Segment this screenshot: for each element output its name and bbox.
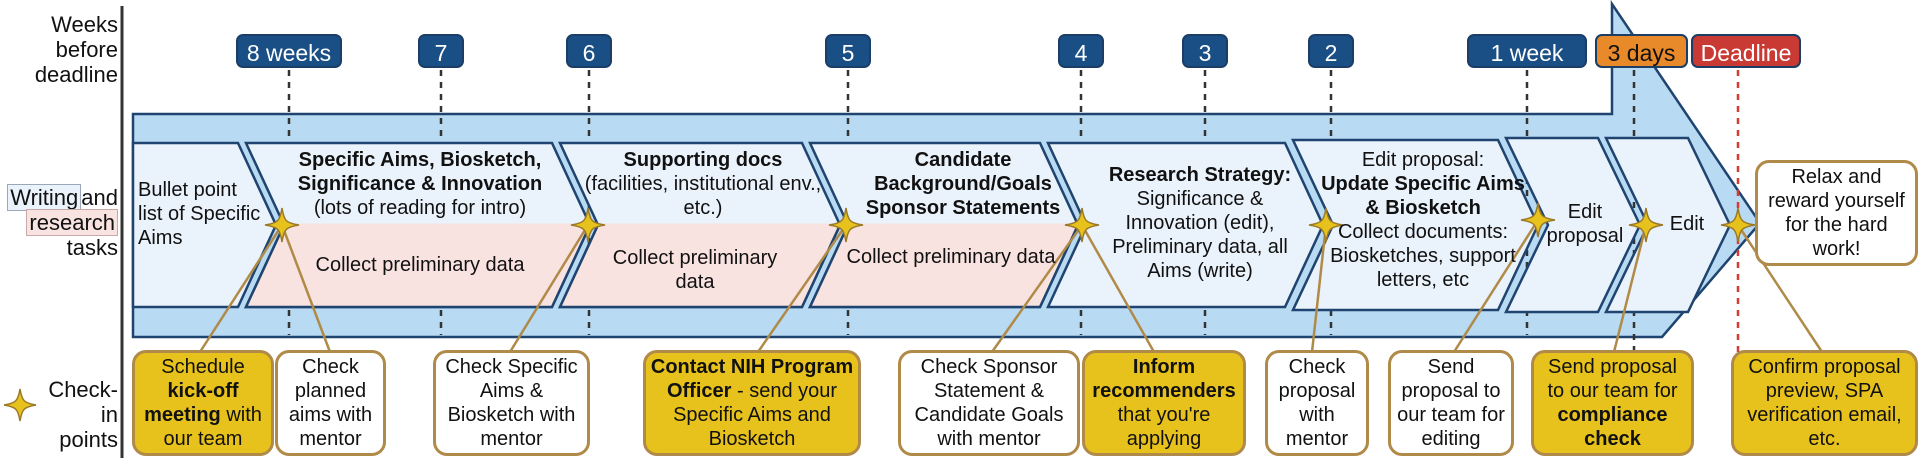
research-task-1-text: Collect preliminary data [315, 254, 525, 276]
checkin-text: Send proposal to our team for editing [1397, 356, 1505, 450]
legend-and: and [81, 185, 118, 210]
task-edit: Edit [1652, 212, 1722, 236]
checkin-box: Check Specific Aims & Biosketch with men… [433, 350, 590, 456]
checkin-text: Send proposal to our team for compliance… [1547, 356, 1678, 450]
task-update-aims: Edit proposal: Update Specific Aims & Bi… [1318, 148, 1528, 292]
checkin-star-icon [828, 207, 864, 243]
task-supporting-docs-title: Supporting docs [623, 149, 783, 171]
task-candidate-title: Candidate Background/Goals Sponsor State… [865, 149, 1061, 219]
research-task-1: Collect preliminary data [290, 253, 550, 277]
task-update-aims-note: Collect documents: Biosketches, support … [1330, 221, 1516, 291]
task-specific-aims-title: Specific Aims, Biosketch, Significance &… [297, 149, 543, 195]
timeline-chip-5: 5 [825, 34, 871, 68]
task-research-strategy-title: Research Strategy: [1108, 164, 1292, 186]
research-task-2-text: Collect preliminary data [612, 247, 778, 293]
checkin-box: Check proposal with mentor [1265, 350, 1369, 456]
row-label-weeks: Weeks before deadline [2, 12, 118, 87]
task-edit-text: Edit [1669, 213, 1705, 235]
research-bands [244, 223, 1080, 309]
checkin-box: Check planned aims with mentor [275, 350, 386, 456]
checkin-star-icon [1520, 202, 1556, 238]
checkin-star-icon [1628, 207, 1664, 243]
checkin-box: Confirm proposal preview, SPA verificati… [1731, 350, 1918, 456]
task-specific-aims: Specific Aims, Biosketch, Significance &… [270, 148, 570, 220]
checkin-text: Inform recommenders that you're applying [1092, 356, 1236, 450]
checkin-text: Contact NIH Program Officer - send your … [650, 356, 854, 450]
relax-text: Relax and reward yourself for the hard w… [1768, 166, 1905, 260]
research-task-3: Collect preliminary data [846, 245, 1056, 269]
checkin-box: Check Sponsor Statement & Candidate Goal… [898, 350, 1080, 456]
checkin-box: Inform recommenders that you're applying [1082, 350, 1246, 456]
timeline-chip-1-week: 1 week [1467, 34, 1587, 68]
checkin-star-icon [1308, 207, 1344, 243]
row-label-checkin: Check-in points [36, 377, 118, 452]
checkin-stars [264, 202, 1756, 243]
task-bullet-points-text: Bullet point list of Specific Aims [138, 179, 261, 249]
checkin-box: Contact NIH Program Officer - send your … [643, 350, 861, 456]
checkin-text-bold: compliance check [1557, 404, 1668, 450]
legend-star-icon [3, 388, 37, 422]
legend-checkin-line1: Check-in [48, 377, 118, 427]
timeline-chip-4: 4 [1058, 34, 1104, 68]
timeline-chip-3-days: 3 days [1595, 34, 1688, 68]
task-update-aims-pre: Edit proposal: [1361, 149, 1485, 171]
checkin-star-icon [1064, 207, 1100, 243]
task-edit-proposal: Edit proposal [1540, 200, 1630, 248]
checkin-box: Schedule kick-off meeting with our team [132, 350, 274, 456]
task-specific-aims-note: (lots of reading for intro) [313, 197, 527, 219]
checkin-star-icon [1720, 207, 1756, 243]
checkin-text: Schedule kick-off meeting with our team [144, 356, 262, 450]
timeline-chip-8-weeks: 8 weeks [236, 34, 342, 68]
timeline-chip-3: 3 [1182, 34, 1228, 68]
timeline-chip-deadline: Deadline [1691, 34, 1801, 68]
checkin-star-icon [264, 207, 300, 243]
checkin-text-bold: Inform recommenders [1092, 356, 1236, 402]
checkin-text: Confirm proposal preview, SPA verificati… [1747, 356, 1902, 450]
checkin-text-bold: Contact NIH Program Officer [650, 356, 854, 402]
timeline-chip-6: 6 [566, 34, 612, 68]
relax-box: Relax and reward yourself for the hard w… [1755, 160, 1918, 266]
legend-checkin-line2: points [59, 427, 118, 452]
checkin-connectors [198, 219, 1824, 353]
checkin-box: Send proposal to our team for editing [1388, 350, 1514, 456]
checkin-text: Check Specific Aims & Biosketch with men… [445, 356, 578, 450]
task-candidate-background: Candidate Background/Goals Sponsor State… [838, 148, 1088, 220]
checkin-box: Send proposal to our team for compliance… [1531, 350, 1694, 456]
row-label-weeks-text: Weeks before deadline [34, 12, 118, 87]
task-update-aims-title: Update Specific Aims & Biosketch [1321, 173, 1525, 219]
task-supporting-docs: Supporting docs (facilities, institution… [578, 148, 828, 220]
checkin-text: Check Sponsor Statement & Candidate Goal… [914, 356, 1064, 450]
checkin-text: Check proposal with mentor [1278, 356, 1356, 450]
legend-research: research [26, 209, 118, 236]
checkin-text: Check planned aims with mentor [288, 356, 373, 450]
task-edit-proposal-text: Edit proposal [1546, 201, 1624, 247]
timeline-chip-7: 7 [418, 34, 464, 68]
checkin-star-icon [570, 207, 606, 243]
segment-edit-proposal [1504, 136, 1642, 314]
checkin-text-bold: kick-off meeting [144, 380, 239, 426]
task-supporting-docs-note: (facilities, institutional env., etc.) [584, 173, 822, 219]
task-research-strategy-note: Significance & Innovation (edit), Prelim… [1112, 188, 1288, 282]
task-research-strategy: Research Strategy: Significance & Innova… [1090, 163, 1310, 283]
legend-tasks: tasks [66, 235, 118, 260]
timeline-chip-2: 2 [1308, 34, 1354, 68]
task-bullet-points: Bullet point list of Specific Aims [138, 178, 263, 250]
research-task-3-text: Collect preliminary data [846, 246, 1056, 268]
research-task-2: Collect preliminary data [595, 246, 795, 294]
legend-writing: Writing [7, 184, 82, 211]
